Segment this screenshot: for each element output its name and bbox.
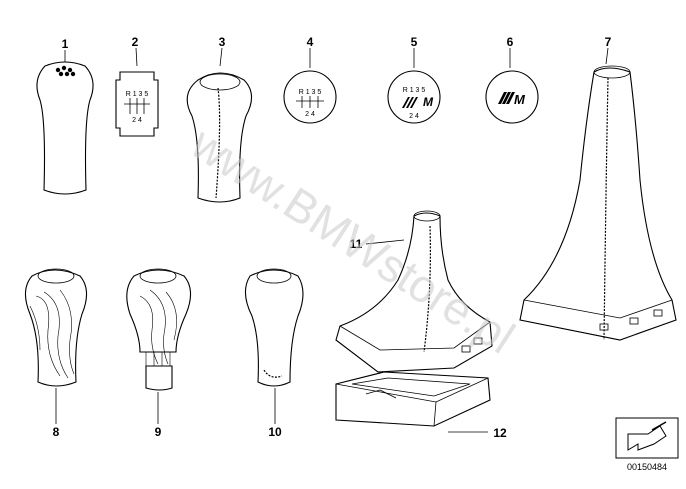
m-stripes-icon: [498, 92, 515, 104]
leader-line-3: [219, 47, 223, 67]
leather-knob-10: [244, 268, 304, 387]
leader-line-11: [365, 239, 405, 245]
part-label-10: 10: [268, 425, 282, 439]
m-stripes-icon: [402, 97, 418, 108]
shift-pattern-emblem-4: R 1 3 5 2 4: [283, 70, 337, 124]
m-logo-emblem-6: M: [485, 70, 539, 124]
wood-grain-pattern: [29, 289, 75, 379]
diagram-reference-number: 00150484: [627, 462, 667, 472]
part-label-3: 3: [219, 35, 226, 49]
knob-top-dots-icon: [55, 65, 76, 77]
m-shift-pattern-emblem-5: R 1 3 5 M 2 4: [387, 70, 441, 124]
leather-knob-3: [186, 72, 253, 203]
wooden-knob-8: [24, 268, 88, 387]
emblem-4-pattern-bottom: 2 4: [305, 111, 315, 118]
part-label-1: 1: [62, 37, 69, 51]
part-label-9: 9: [155, 425, 162, 439]
part-label-6: 6: [507, 35, 514, 49]
wood-grain-pattern: [139, 289, 177, 366]
part-label-11: 11: [350, 237, 363, 251]
insert-pattern-top: R 1 3 5: [126, 91, 149, 98]
shift-boot-7: [519, 65, 677, 341]
boot-frame-12: [335, 371, 491, 427]
leader-line-7: [605, 47, 609, 65]
emblem-4-pattern-top: R 1 3 5: [299, 89, 322, 96]
leader-line-2: [135, 47, 138, 67]
part-label-4: 4: [307, 35, 314, 49]
emblem-5-pattern-top: R 1 3 5: [403, 87, 426, 94]
part-label-7: 7: [605, 35, 612, 49]
emblem-5-m-letter: M: [423, 95, 434, 109]
reference-arrow-icon: [615, 417, 679, 459]
part-label-12: 12: [493, 426, 507, 440]
part-label-2: 2: [132, 35, 139, 49]
wooden-knob-9: [126, 268, 192, 391]
part-label-8: 8: [53, 425, 60, 439]
insert-pattern-bottom: 2 4: [132, 117, 142, 124]
shift-boot-11: [335, 210, 493, 373]
gear-knob-1: [36, 61, 94, 195]
part-label-5: 5: [411, 35, 418, 49]
emblem-5-pattern-bottom: 2 4: [409, 113, 419, 120]
emblem-6-m-letter: M: [514, 92, 526, 107]
shift-pattern-insert-2: R 1 3 5 2 4: [115, 71, 159, 137]
